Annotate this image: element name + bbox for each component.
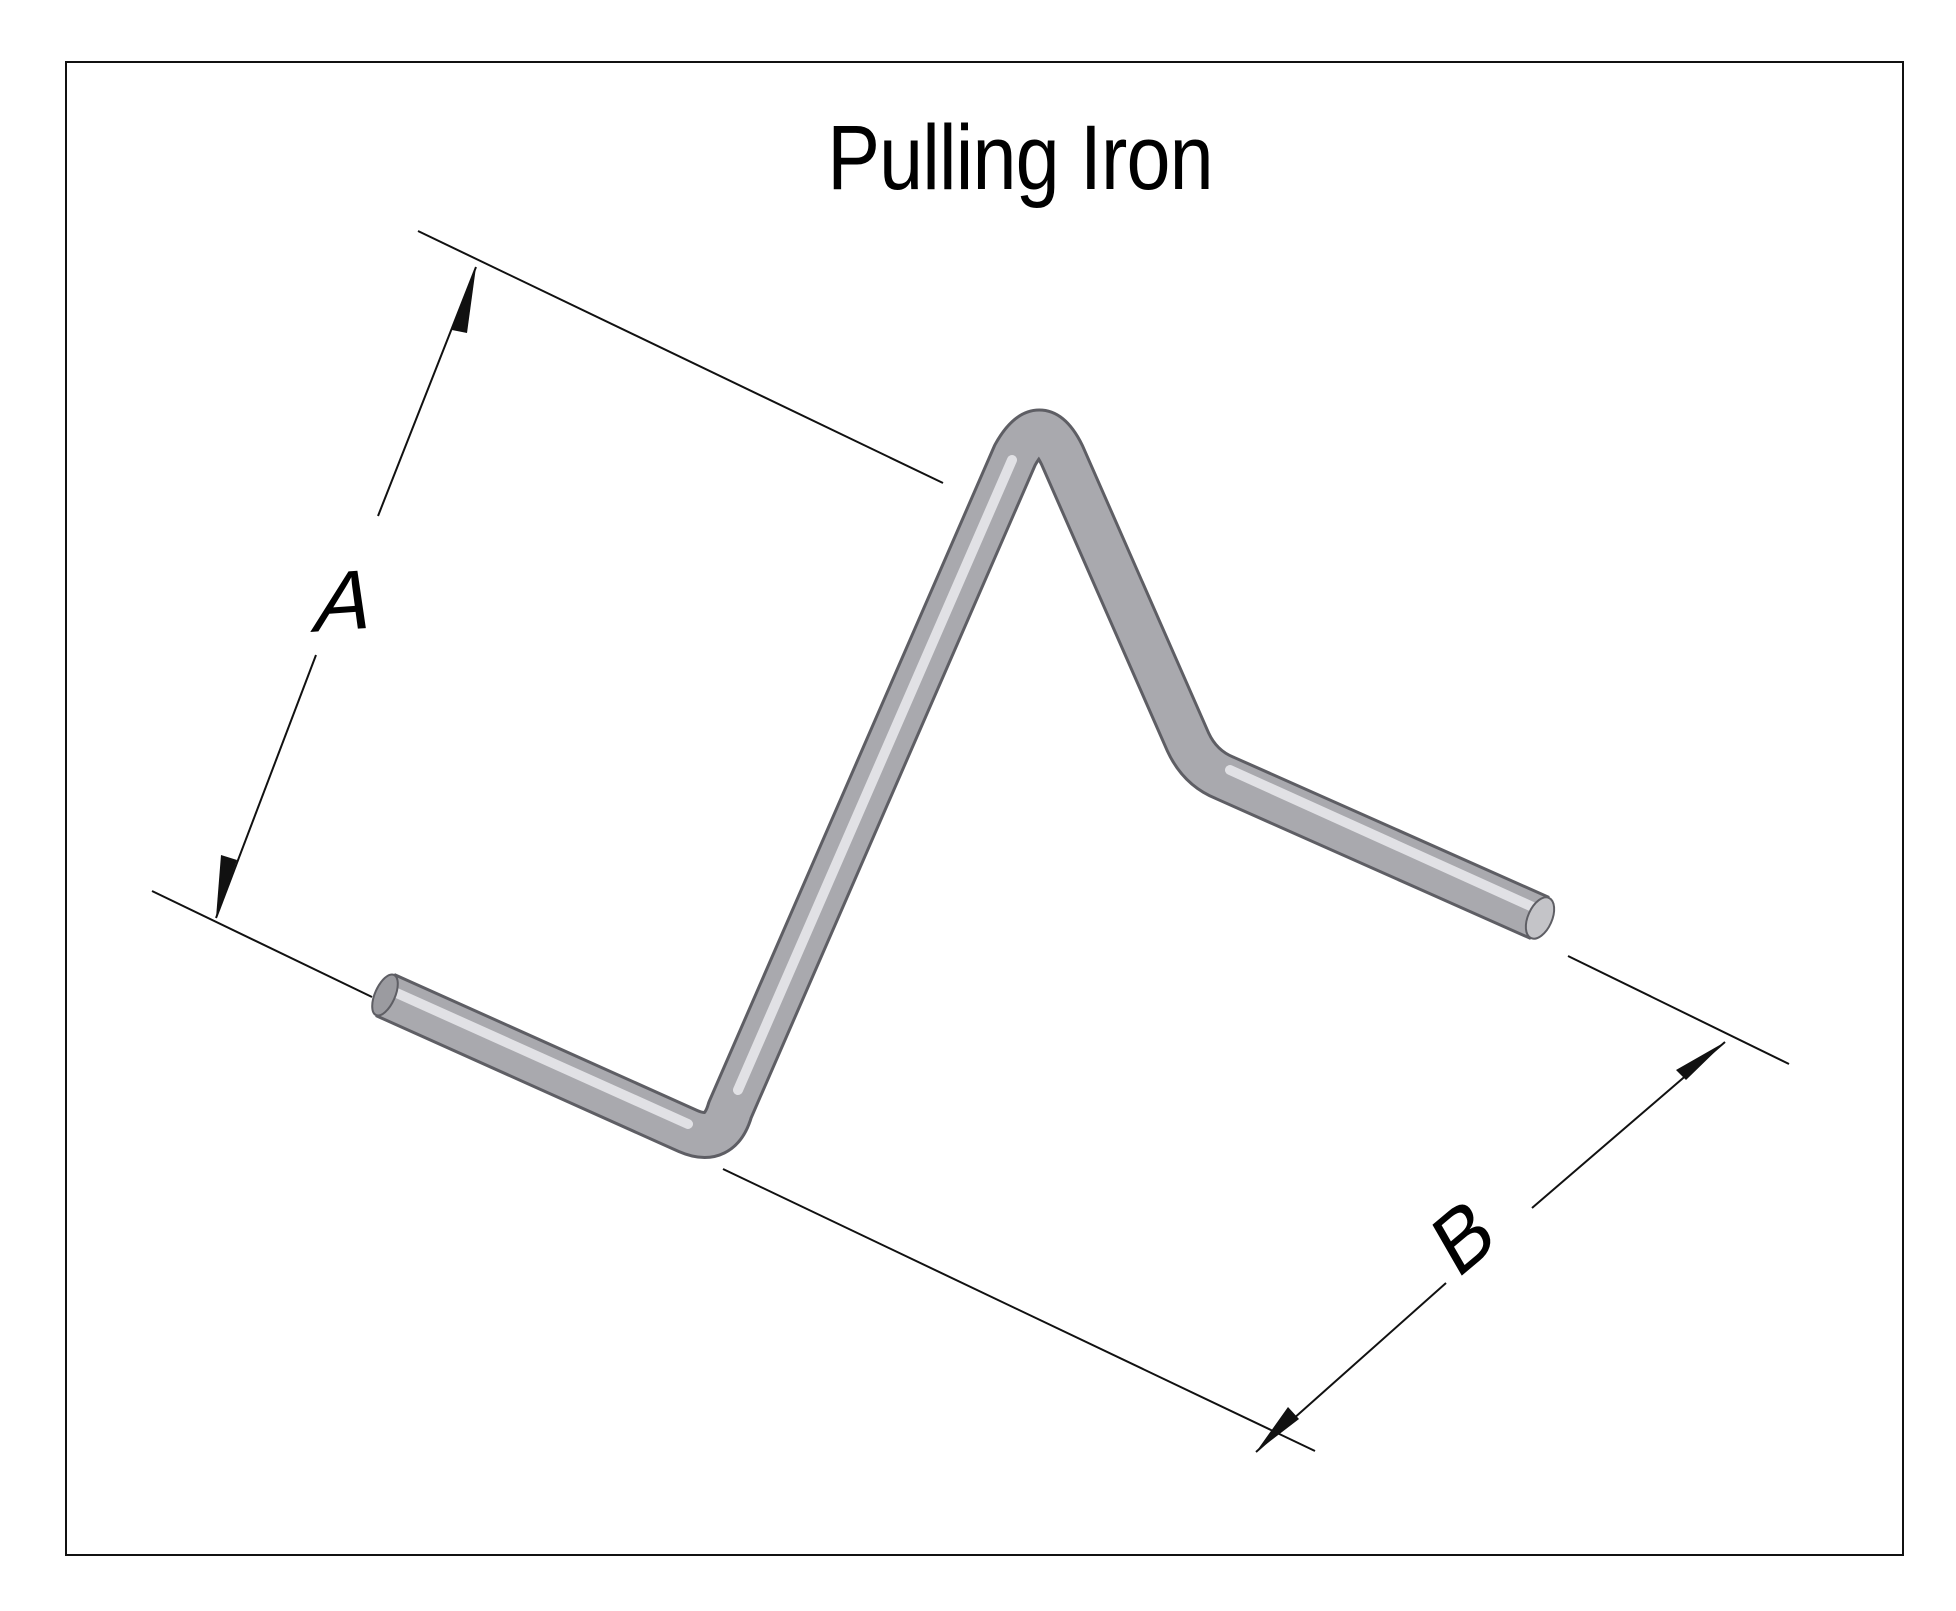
tube-end-right — [1524, 896, 1556, 940]
extension-line-right — [1567, 955, 1790, 1065]
drawing-title: Pulling Iron — [827, 107, 1213, 209]
dimension-b-label: B — [1418, 1177, 1509, 1296]
extension-line-top — [417, 230, 944, 484]
pulling-iron-part — [371, 408, 1556, 1159]
arrow-down-left-icon — [1256, 1407, 1299, 1452]
extension-line-bottom — [722, 1168, 1316, 1452]
dimension-a-label: A — [305, 551, 385, 650]
extension-lines — [151, 230, 1790, 1452]
arrow-up-icon — [452, 267, 476, 333]
extension-line-bottom-left — [151, 890, 373, 998]
dimension-b: B — [1255, 1041, 1726, 1453]
tube-body — [376, 411, 1549, 1156]
tube-end-left — [371, 973, 399, 1017]
dimension-a: A — [215, 266, 477, 919]
arrow-up-right-icon — [1676, 1042, 1725, 1080]
tube-highlight — [385, 455, 1540, 1129]
drawing-border — [65, 61, 1904, 1556]
arrow-down-icon — [216, 855, 237, 918]
